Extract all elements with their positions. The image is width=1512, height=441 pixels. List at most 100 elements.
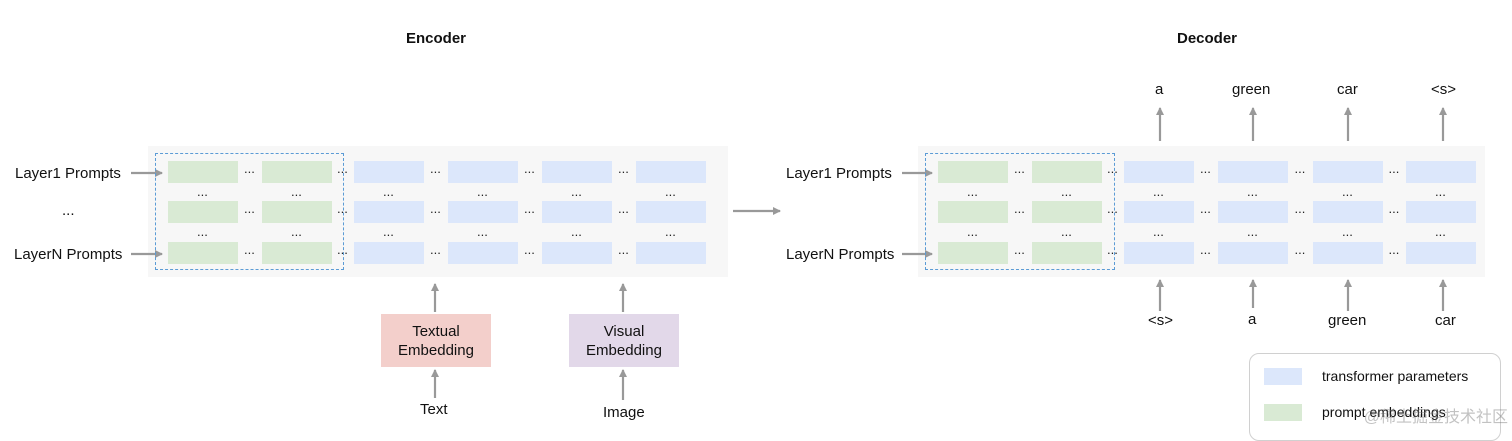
horizontal-ellipsis: ... [618, 161, 629, 176]
horizontal-ellipsis: ... [337, 161, 348, 176]
vertical-ellipsis: ... [571, 224, 582, 239]
encoder-middle-ellipsis: ... [62, 202, 75, 219]
legend-prompt-label: prompt embeddings [1322, 404, 1446, 420]
vertical-ellipsis: ... [291, 224, 302, 239]
transformer-parameter-block [636, 161, 706, 183]
horizontal-ellipsis: ... [1200, 201, 1211, 216]
transformer-parameter-block [354, 161, 424, 183]
horizontal-ellipsis: ... [244, 242, 255, 257]
horizontal-ellipsis: ... [618, 242, 629, 257]
transformer-parameter-block [1313, 242, 1383, 264]
encoder-panel [148, 146, 728, 277]
vertical-ellipsis: ... [1061, 184, 1072, 199]
horizontal-ellipsis: ... [1107, 201, 1118, 216]
transformer-parameter-block [1218, 201, 1288, 223]
prompt-embedding-block [262, 161, 332, 183]
horizontal-ellipsis: ... [1294, 242, 1306, 257]
horizontal-ellipsis: ... [1294, 161, 1306, 176]
encoder-layer1-label: Layer1 Prompts [15, 165, 121, 182]
horizontal-ellipsis: ... [244, 201, 255, 216]
prompt-embedding-block [262, 201, 332, 223]
legend-transformer-swatch [1264, 368, 1302, 385]
vertical-ellipsis: ... [665, 184, 676, 199]
horizontal-ellipsis: ... [1388, 242, 1400, 257]
vertical-ellipsis: ... [1342, 184, 1353, 199]
vertical-ellipsis: ... [1342, 224, 1353, 239]
decoder-layerN-label: LayerN Prompts [786, 246, 895, 263]
horizontal-ellipsis: ... [524, 161, 535, 176]
decoder-input-token: green [1328, 312, 1367, 329]
vertical-ellipsis: ... [571, 184, 582, 199]
vertical-ellipsis: ... [1153, 224, 1164, 239]
vertical-ellipsis: ... [1435, 184, 1446, 199]
textual-embedding-label: Textual Embedding [398, 322, 474, 359]
vertical-ellipsis: ... [477, 184, 488, 199]
transformer-parameter-block [448, 242, 518, 264]
horizontal-ellipsis: ... [1107, 242, 1118, 257]
vertical-ellipsis: ... [291, 184, 302, 199]
horizontal-ellipsis: ... [1200, 242, 1211, 257]
transformer-parameter-block [1218, 242, 1288, 264]
horizontal-ellipsis: ... [1388, 201, 1400, 216]
vertical-ellipsis: ... [1247, 224, 1258, 239]
encoder-layerN-label: LayerN Prompts [14, 246, 123, 263]
vertical-ellipsis: ... [383, 224, 394, 239]
vertical-ellipsis: ... [1247, 184, 1258, 199]
horizontal-ellipsis: ... [1014, 201, 1025, 216]
vertical-ellipsis: ... [477, 224, 488, 239]
prompt-embedding-block [168, 201, 238, 223]
watermark: @稀土掘金技术社区 [1363, 409, 1508, 426]
decoder-title: Decoder [1177, 30, 1238, 47]
vertical-ellipsis: ... [967, 184, 978, 199]
horizontal-ellipsis: ... [1294, 201, 1306, 216]
transformer-parameter-block [354, 242, 424, 264]
encoder-prompt-boundary [155, 153, 344, 270]
decoder-panel [918, 146, 1485, 277]
horizontal-ellipsis: ... [337, 242, 348, 257]
text-input-label: Text [420, 401, 448, 418]
legend-prompt-swatch [1264, 404, 1302, 421]
encoder-title: Encoder [406, 30, 467, 47]
transformer-parameter-block [636, 201, 706, 223]
legend-transformer-label: transformer parameters [1322, 368, 1469, 384]
decoder-output-token: car [1337, 81, 1358, 98]
visual-embedding-box: Visual Embedding [569, 314, 679, 367]
decoder-output-token: <s> [1431, 81, 1457, 98]
decoder-prompt-boundary [925, 153, 1115, 270]
horizontal-ellipsis: ... [244, 161, 255, 176]
prompt-embedding-block [1032, 161, 1102, 183]
horizontal-ellipsis: ... [618, 201, 629, 216]
transformer-parameter-block [1406, 242, 1476, 264]
transformer-parameter-block [1218, 161, 1288, 183]
horizontal-ellipsis: ... [1107, 161, 1118, 176]
transformer-parameter-block [542, 242, 612, 264]
decoder-input-token: a [1248, 311, 1257, 328]
transformer-parameter-block [1313, 201, 1383, 223]
prompt-embedding-block [938, 242, 1008, 264]
transformer-parameter-block [1124, 201, 1194, 223]
legend: transformer parameters prompt embeddings [1249, 353, 1501, 441]
transformer-parameter-block [636, 242, 706, 264]
transformer-parameter-block [448, 161, 518, 183]
prompt-embedding-block [1032, 242, 1102, 264]
image-input-label: Image [603, 404, 645, 421]
decoder-output-token: a [1155, 81, 1164, 98]
decoder-input-token: car [1435, 312, 1456, 329]
transformer-parameter-block [542, 161, 612, 183]
decoder-layer1-label: Layer1 Prompts [786, 165, 892, 182]
horizontal-ellipsis: ... [524, 201, 535, 216]
vertical-ellipsis: ... [1153, 184, 1164, 199]
vertical-ellipsis: ... [197, 184, 208, 199]
horizontal-ellipsis: ... [1200, 161, 1211, 176]
vertical-ellipsis: ... [1061, 224, 1072, 239]
vertical-ellipsis: ... [665, 224, 676, 239]
horizontal-ellipsis: ... [430, 242, 441, 257]
transformer-parameter-block [1124, 161, 1194, 183]
transformer-parameter-block [1313, 161, 1383, 183]
prompt-embedding-block [168, 242, 238, 264]
prompt-embedding-block [938, 161, 1008, 183]
visual-embedding-label: Visual Embedding [586, 322, 662, 359]
vertical-ellipsis: ... [383, 184, 394, 199]
horizontal-ellipsis: ... [337, 201, 348, 216]
